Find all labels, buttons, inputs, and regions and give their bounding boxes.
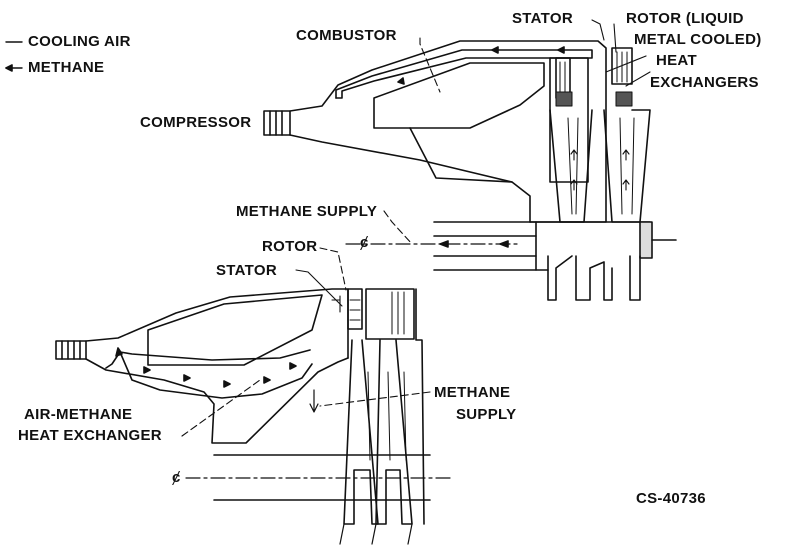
combustor-label: COMBUSTOR: [296, 27, 397, 44]
heat-exchangers-label-line2: EXCHANGERS: [650, 74, 759, 91]
top-engine: [263, 40, 677, 301]
heat-exchangers-label-line1: HEAT: [656, 52, 697, 69]
top-rotor-blade: [611, 47, 633, 85]
centerline-mark-top: ȼ: [360, 234, 369, 251]
stator-bottom-label: STATOR: [216, 262, 277, 279]
leader-lines: [181, 19, 651, 437]
compressor-label: COMPRESSOR: [140, 114, 252, 131]
top-heat-exchanger-2: [615, 91, 633, 107]
rotor-top-label-line1: ROTOR (LIQUID: [626, 10, 744, 27]
figure-code: CS-40736: [636, 490, 706, 507]
top-outer-casing: [289, 40, 607, 223]
methane-supply-bottom-label-line2: SUPPLY: [456, 406, 517, 423]
rotor-top-label-line2: METAL COOLED): [634, 31, 762, 48]
air-methane-label-line1: AIR-METHANE: [24, 406, 133, 423]
air-methane-label-line2: HEAT EXCHANGER: [18, 427, 162, 444]
rotor-bottom-label: ROTOR: [262, 238, 318, 255]
bottom-compressor-inlet: [55, 340, 87, 360]
bottom-engine: [55, 288, 451, 545]
centerline-mark-bottom: ȼ: [172, 469, 181, 486]
top-heat-exchanger-1: [555, 91, 573, 107]
stator-top-label: STATOR: [512, 10, 573, 27]
top-lower-casing: [289, 134, 531, 223]
compressor-inlet: [263, 110, 291, 136]
methane-supply-top-label: METHANE SUPPLY: [236, 203, 378, 220]
legend-methane-label: METHANE: [28, 59, 105, 76]
legend-methane-arrow-icon: [5, 64, 23, 72]
bottom-combustor-liner: [147, 294, 323, 366]
bottom-outer-casing: [85, 288, 349, 359]
top-combustor-liner: [373, 62, 545, 129]
methane-supply-bottom-label-line1: METHANE: [434, 384, 511, 401]
legend-cooling-air-label: COOLING AIR: [28, 33, 131, 50]
